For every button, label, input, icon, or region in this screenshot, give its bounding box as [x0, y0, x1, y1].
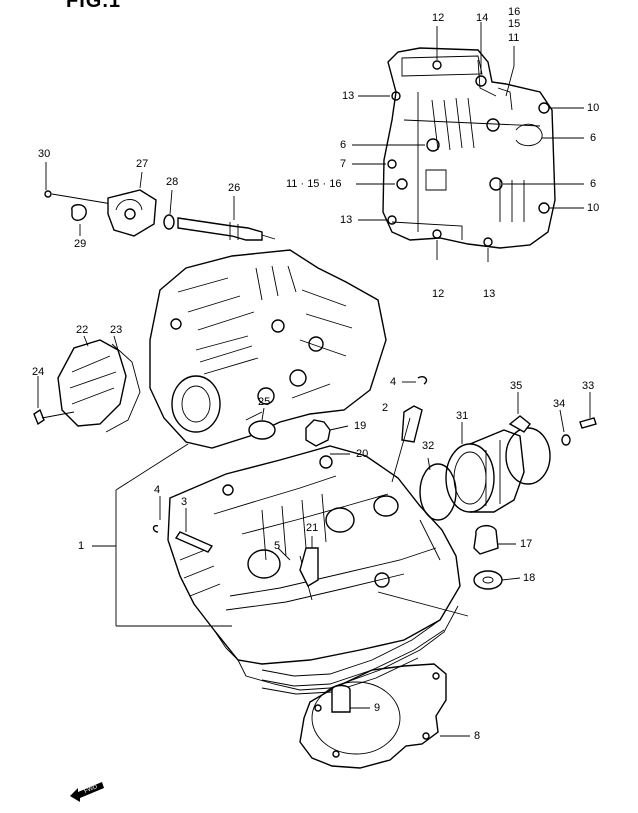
callout-28: 28 [166, 176, 179, 188]
callout-13-bottom: 13 [483, 288, 496, 300]
fwd-label: FWD [84, 784, 100, 795]
valve-guide-right-axis [391, 417, 411, 483]
callout-10-bottom: 10 [587, 202, 600, 214]
tensioner-assembly [44, 189, 276, 241]
acorn-nut [473, 524, 499, 555]
callout-32: 32 [422, 440, 435, 452]
callout-31: 31 [456, 410, 469, 422]
callout-3: 3 [181, 496, 188, 508]
callout-33: 33 [582, 380, 595, 392]
callout-35: 35 [510, 380, 523, 392]
callout-16: 16 [508, 6, 521, 18]
callout-6-right-top: 6 [590, 132, 597, 144]
callout-21: 21 [306, 522, 319, 534]
callout-19: 19 [354, 420, 367, 432]
clip-right [417, 375, 428, 385]
plug [248, 420, 276, 440]
callout-1: 1 [78, 540, 85, 552]
part-1-bracket [92, 443, 469, 627]
callout-6-right-mid: 6 [590, 178, 597, 190]
callout-29: 29 [74, 238, 87, 250]
upper-cam-housing [149, 249, 387, 449]
callout-8: 8 [474, 730, 481, 742]
callout-18: 18 [523, 572, 536, 584]
head-cover-leaders [352, 22, 584, 262]
callout-23: 23 [110, 324, 123, 336]
callout-11-15-16: 11 · 15 · 16 [286, 178, 342, 190]
cap-nut [305, 419, 331, 447]
part-5-leader [277, 547, 291, 561]
callout-30: 30 [38, 148, 51, 160]
side-cover-leaders [37, 335, 119, 408]
callout-13-left: 13 [340, 214, 353, 226]
callout-6-left: 6 [340, 139, 347, 151]
callout-12-bottom: 12 [432, 288, 445, 300]
washer [473, 570, 503, 590]
callout-11-top: 11 [508, 32, 520, 44]
head-gasket [299, 663, 470, 769]
tensioner-leaders [45, 162, 235, 236]
forward-arrow-icon: FWD [68, 776, 108, 807]
callout-27: 27 [136, 158, 149, 170]
callout-10-top: 10 [587, 102, 600, 114]
valve-guide-right [401, 405, 423, 443]
callout-13-top: 13 [342, 90, 355, 102]
plug-leader [261, 407, 265, 421]
clip-left [152, 524, 159, 533]
callout-34: 34 [553, 398, 566, 410]
figure-title: FIG.1 [66, 0, 122, 12]
side-cover [33, 339, 141, 433]
spark-plug [299, 547, 319, 587]
callout-2: 2 [382, 402, 389, 414]
callout-5: 5 [274, 540, 281, 552]
cap-nut-leader [329, 425, 349, 431]
callout-9: 9 [374, 702, 381, 714]
callout-12-top: 12 [432, 12, 445, 24]
intake-leaders [427, 392, 591, 471]
callout-14: 14 [476, 12, 489, 24]
cylinder-head [167, 445, 461, 695]
intake-pipe [419, 415, 597, 521]
callout-24: 24 [32, 366, 45, 378]
callout-26: 26 [228, 182, 241, 194]
callout-15: 15 [508, 18, 521, 30]
washer-hole [482, 576, 494, 584]
callout-4-left: 4 [154, 484, 161, 496]
valve-guide-left [174, 531, 214, 553]
callout-20: 20 [356, 448, 369, 460]
callout-4-right: 4 [390, 376, 397, 388]
callout-7: 7 [340, 158, 347, 170]
callout-25: 25 [258, 396, 271, 408]
callout-17: 17 [520, 538, 533, 550]
head-cover [382, 47, 556, 249]
callout-22: 22 [76, 324, 89, 336]
washer-leader [501, 577, 521, 581]
